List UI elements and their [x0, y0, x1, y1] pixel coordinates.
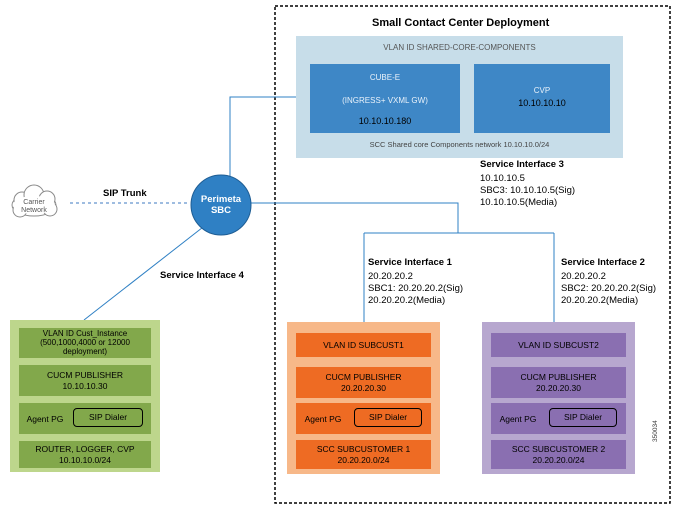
shared-network-label: SCC Shared core Components network 10.10…	[369, 140, 550, 149]
subcust2-cucm-ip: 20.20.20.30	[536, 383, 581, 393]
shared-vlan-label: VLAN ID SHARED-CORE-COMPONENTS	[383, 43, 536, 52]
si2-line: 20.20.20.2	[561, 271, 606, 282]
sbc-line2: SBC	[210, 205, 232, 216]
sbc-circle-icon	[190, 174, 252, 236]
cust-router-box: ROUTER, LOGGER, CVP 10.10.10.0/24	[19, 441, 151, 468]
cube-sub: (INGRESS+ VXML GW)	[342, 96, 428, 105]
cube-ip: 10.10.10.180	[358, 116, 412, 126]
subcust1-cucm-ip: 20.20.20.30	[341, 383, 386, 393]
subcust2-agent-pg: Agent PG	[499, 414, 537, 424]
subcust1-sip-dialer: SIP Dialer	[354, 408, 422, 427]
deployment-title: Small Contact Center Deployment	[372, 17, 550, 29]
subcust2-scc-box: SCC SUBCUSTOMER 2 20.20.20.0/24	[491, 440, 626, 469]
si4-title: Service Interface 4	[160, 270, 244, 281]
cust-cucm-box: CUCM PUBLISHER 10.10.10.30	[19, 365, 151, 396]
subcust2-vlan-label: VLAN ID SUBCUST2	[518, 340, 599, 350]
cust-agent-pg: Agent PG	[26, 414, 64, 424]
line-sbc-si	[248, 202, 459, 233]
si3-line: 10.10.10.5	[480, 173, 525, 184]
subcust1-vlan-box: VLAN ID SUBCUST1	[296, 333, 431, 357]
cube-box: CUBE-E (INGRESS+ VXML GW) 10.10.10.180	[310, 64, 460, 133]
si3-line: SBC3: 10.10.10.5(Sig)	[480, 185, 576, 196]
cvp-ip: 10.10.10.10	[518, 98, 566, 108]
cust-cucm-name: CUCM PUBLISHER	[46, 370, 124, 380]
cvp-box: CVP 10.10.10.10	[474, 64, 610, 133]
subcust2-scc-name: SCC SUBCUSTOMER 2	[511, 444, 606, 454]
line-sbc-shared	[229, 96, 296, 180]
cust-router-net: 10.10.10.0/24	[59, 455, 111, 465]
cust-vlan-line: deployment)	[62, 347, 108, 356]
shared-vlan: VLAN ID SHARED-CORE-COMPONENTS CUBE-E (I…	[296, 36, 623, 158]
subcust1-scc-box: SCC SUBCUSTOMER 1 20.20.20.0/24	[296, 440, 431, 469]
cust-router-name: ROUTER, LOGGER, CVP	[35, 444, 135, 454]
subcust1-vlan: VLAN ID SUBCUST1 CUCM PUBLISHER 20.20.20…	[287, 322, 440, 474]
figure-id: 350034	[652, 420, 659, 442]
si3-title: Service Interface 3	[480, 159, 564, 170]
line-sbc-cust	[83, 223, 208, 321]
subcust2-vlan-box: VLAN ID SUBCUST2	[491, 333, 626, 357]
cust-sip-dialer: SIP Dialer	[73, 408, 143, 427]
subcust1-agent-box: Agent PG SIP Dialer	[296, 403, 431, 434]
subcust1-agent-pg: Agent PG	[304, 414, 342, 424]
si2-title: Service Interface 2	[561, 257, 645, 268]
subcust1-vlan-label: VLAN ID SUBCUST1	[323, 340, 404, 350]
cust-vlan-line: (500,1000,4000 or 12000	[40, 338, 130, 347]
si3-line: 10.10.10.5(Media)	[480, 197, 558, 208]
subcust2-agent-box: Agent PG SIP Dialer	[491, 403, 626, 434]
cust-vlan-box: VLAN ID Cust_Instance (500,1000,4000 or …	[19, 328, 151, 358]
cust-instance-vlan: VLAN ID Cust_Instance (500,1000,4000 or …	[10, 320, 160, 472]
si1-title: Service Interface 1	[368, 257, 452, 268]
subcust1-scc-net: 20.20.20.0/24	[337, 455, 390, 465]
subcust2-scc-net: 20.20.20.0/24	[532, 455, 585, 465]
cube-name: CUBE-E	[369, 73, 401, 82]
carrier-network-label: Carrier Network	[21, 199, 47, 214]
si1-line: 20.20.20.2(Media)	[368, 295, 446, 306]
si1-line: 20.20.20.2	[368, 271, 413, 282]
si2-line: 20.20.20.2(Media)	[561, 295, 639, 306]
subcust2-sip-dialer: SIP Dialer	[549, 408, 617, 427]
cust-vlan-line: VLAN ID Cust_Instance	[42, 329, 128, 338]
cust-cucm-ip: 10.10.10.30	[62, 381, 108, 391]
sbc-line1: Perimeta	[200, 194, 242, 205]
subcust1-scc-name: SCC SUBCUSTOMER 1	[316, 444, 411, 454]
sip-trunk-label: SIP Trunk	[103, 188, 147, 199]
cust-agent-box: Agent PG SIP Dialer	[19, 403, 151, 434]
subcust1-cucm-name: CUCM PUBLISHER	[325, 372, 402, 382]
subcust2-cucm-name: CUCM PUBLISHER	[520, 372, 597, 382]
deployment-border	[274, 5, 671, 504]
subcust1-cucm-box: CUCM PUBLISHER 20.20.20.30	[296, 367, 431, 398]
subcust2-vlan: VLAN ID SUBCUST2 CUCM PUBLISHER 20.20.20…	[482, 322, 635, 474]
si1-line: SBC1: 20.20.20.2(Sig)	[368, 283, 464, 294]
subcust2-cucm-box: CUCM PUBLISHER 20.20.20.30	[491, 367, 626, 398]
si2-line: SBC2: 20.20.20.2(Sig)	[561, 283, 657, 294]
cvp-name: CVP	[533, 86, 551, 95]
